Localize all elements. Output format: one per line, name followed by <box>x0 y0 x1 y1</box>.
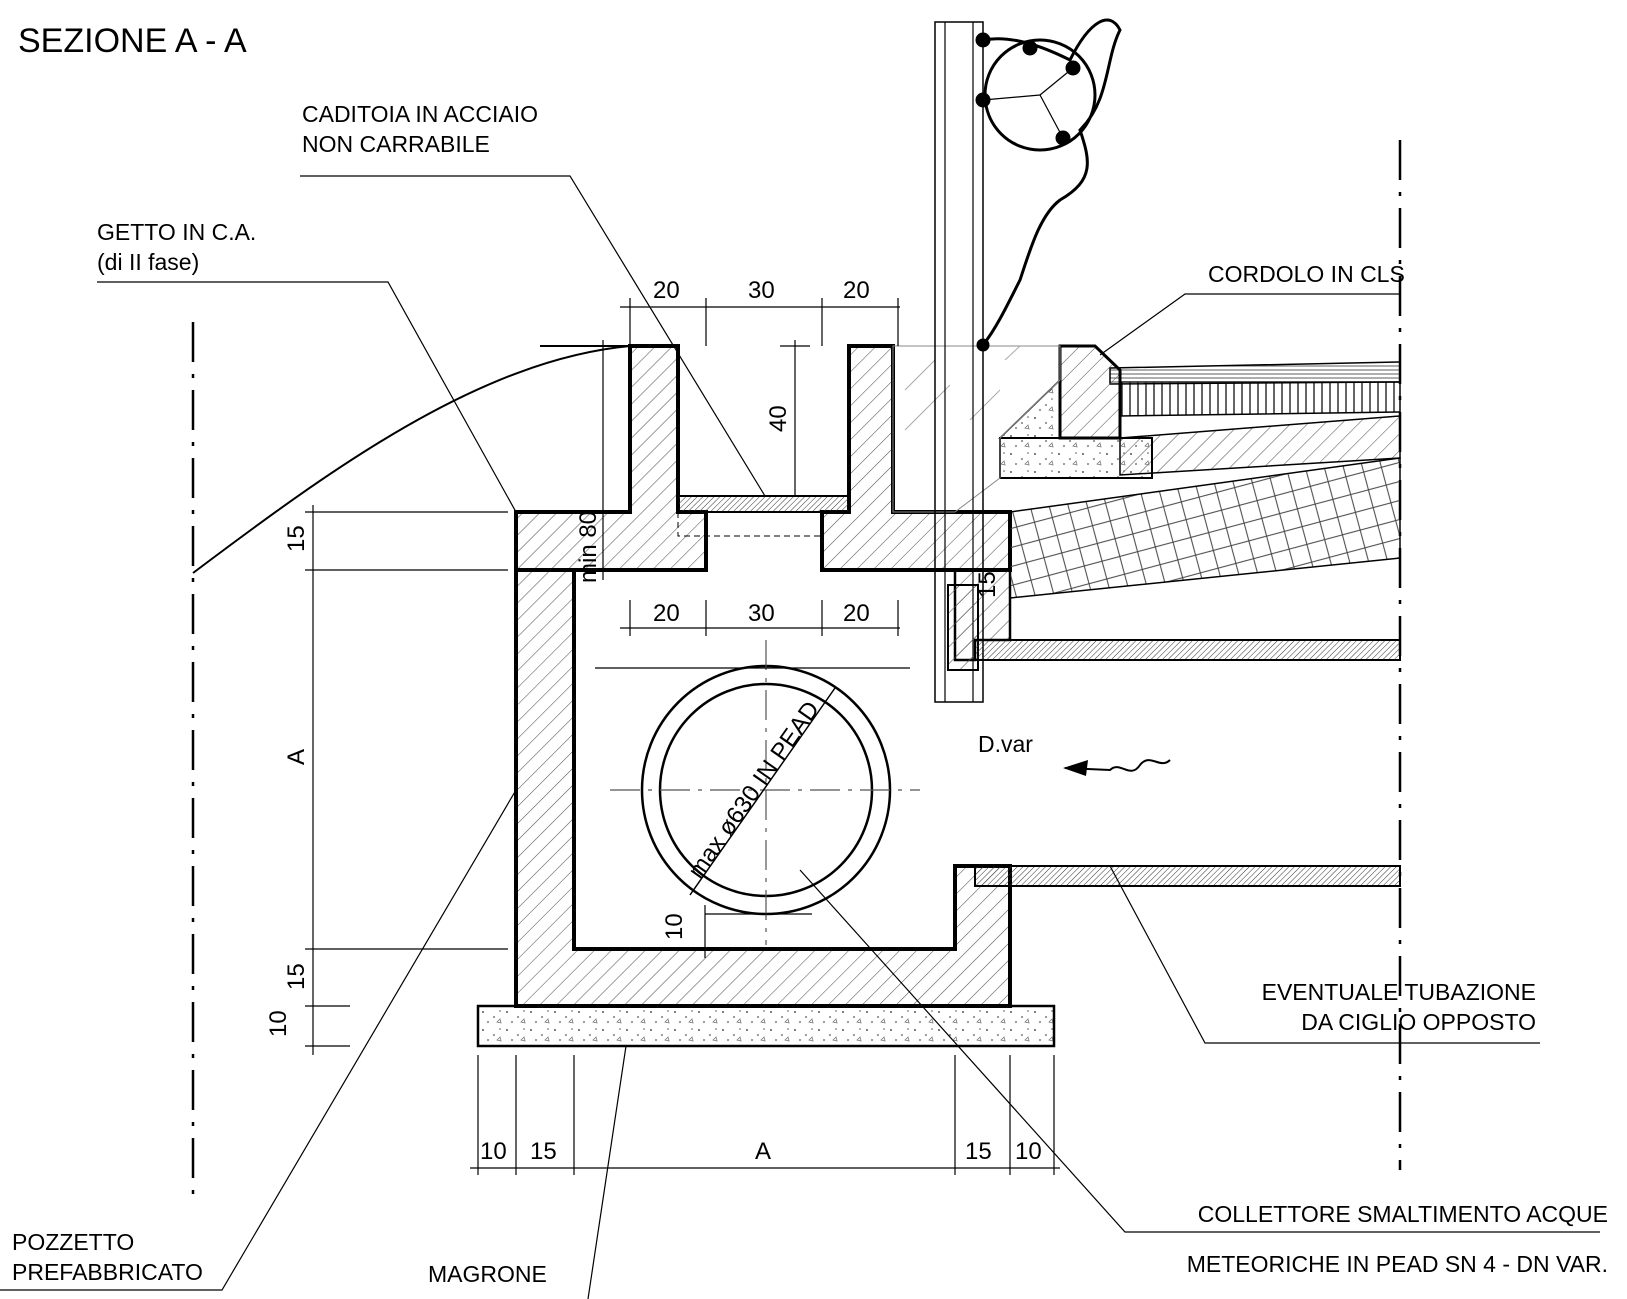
upper-pipe <box>974 639 1401 661</box>
dim-bottom-15-left: 15 <box>530 1138 557 1165</box>
dim-left-15-top: 15 <box>283 525 310 552</box>
magrone-base <box>476 1004 1056 1048</box>
dim-bottom-15-right: 15 <box>965 1138 992 1165</box>
section-title: SEZIONE A - A <box>18 22 247 60</box>
label-eventuale-1: EVENTUALE TUBAZIONE <box>1262 979 1536 1005</box>
label-caditoia-2: NON CARRABILE <box>302 131 490 157</box>
label-pozzetto-1: POZZETTO <box>12 1229 134 1255</box>
pipe-label: max ø630 IN PEAD <box>683 696 825 883</box>
label-caditoia-1: CADITOIA IN ACCIAIO <box>302 101 538 127</box>
road-wearing <box>1109 361 1401 385</box>
dim-bottom-10-right: 10 <box>1015 1138 1042 1165</box>
dim-grate-depth: 40 <box>765 405 792 432</box>
embankment-curve <box>192 345 631 574</box>
dim-top-a: 20 <box>653 277 680 304</box>
dim-left-15-bot: 15 <box>283 963 310 990</box>
cordolo-footing <box>999 437 1153 479</box>
road-subbase <box>1009 457 1401 599</box>
dim-mid-a: 20 <box>653 600 680 627</box>
label-magrone: MAGRONE <box>428 1261 547 1287</box>
lower-pipe <box>974 865 1401 887</box>
dim-top-c: 20 <box>843 277 870 304</box>
collettore-pipe <box>610 640 920 945</box>
label-collettore-1: COLLETTORE SMALTIMENTO ACQUE <box>1198 1201 1608 1227</box>
guardrail-post <box>934 21 984 703</box>
grate-frame <box>677 511 823 537</box>
dim-pipe-gap: 10 <box>661 913 688 940</box>
road-base <box>1119 381 1401 417</box>
label-getto-1: GETTO IN C.A. <box>97 219 256 245</box>
dim-min80: min 80 <box>575 511 602 583</box>
dimension-lines <box>305 298 1060 1175</box>
label-getto-2: (di II fase) <box>97 249 199 275</box>
pozzetto-walls <box>514 568 1012 1008</box>
dim-mid-c: 20 <box>843 600 870 627</box>
label-cordolo: CORDOLO IN CLS <box>1208 261 1405 287</box>
caditoia-grate <box>677 495 850 513</box>
label-eventuale-2: DA CIGLIO OPPOSTO <box>1301 1009 1536 1035</box>
dim-mid-b: 30 <box>748 600 775 627</box>
dim-left-A: A <box>283 749 310 765</box>
dvar-arrowhead <box>1063 760 1088 776</box>
label-pozzetto-2: PREFABBRICATO <box>12 1259 203 1285</box>
dim-bottom-10-left: 10 <box>480 1138 507 1165</box>
dim-bottom-A: A <box>755 1138 771 1165</box>
leader-lines <box>0 175 1600 1299</box>
dim-right-wall: 15 <box>974 571 1001 598</box>
dim-left-10: 10 <box>265 1010 292 1037</box>
guardrail-head <box>975 18 1122 352</box>
post-plinth <box>947 584 979 671</box>
dvar-label: D.var <box>978 731 1033 757</box>
dim-top-b: 30 <box>748 277 775 304</box>
label-collettore-2: METEORICHE IN PEAD SN 4 - DN VAR. <box>1187 1251 1608 1277</box>
cordolo <box>1058 344 1122 440</box>
dvar-arrow <box>1064 759 1171 772</box>
fill-zone <box>892 345 1061 513</box>
